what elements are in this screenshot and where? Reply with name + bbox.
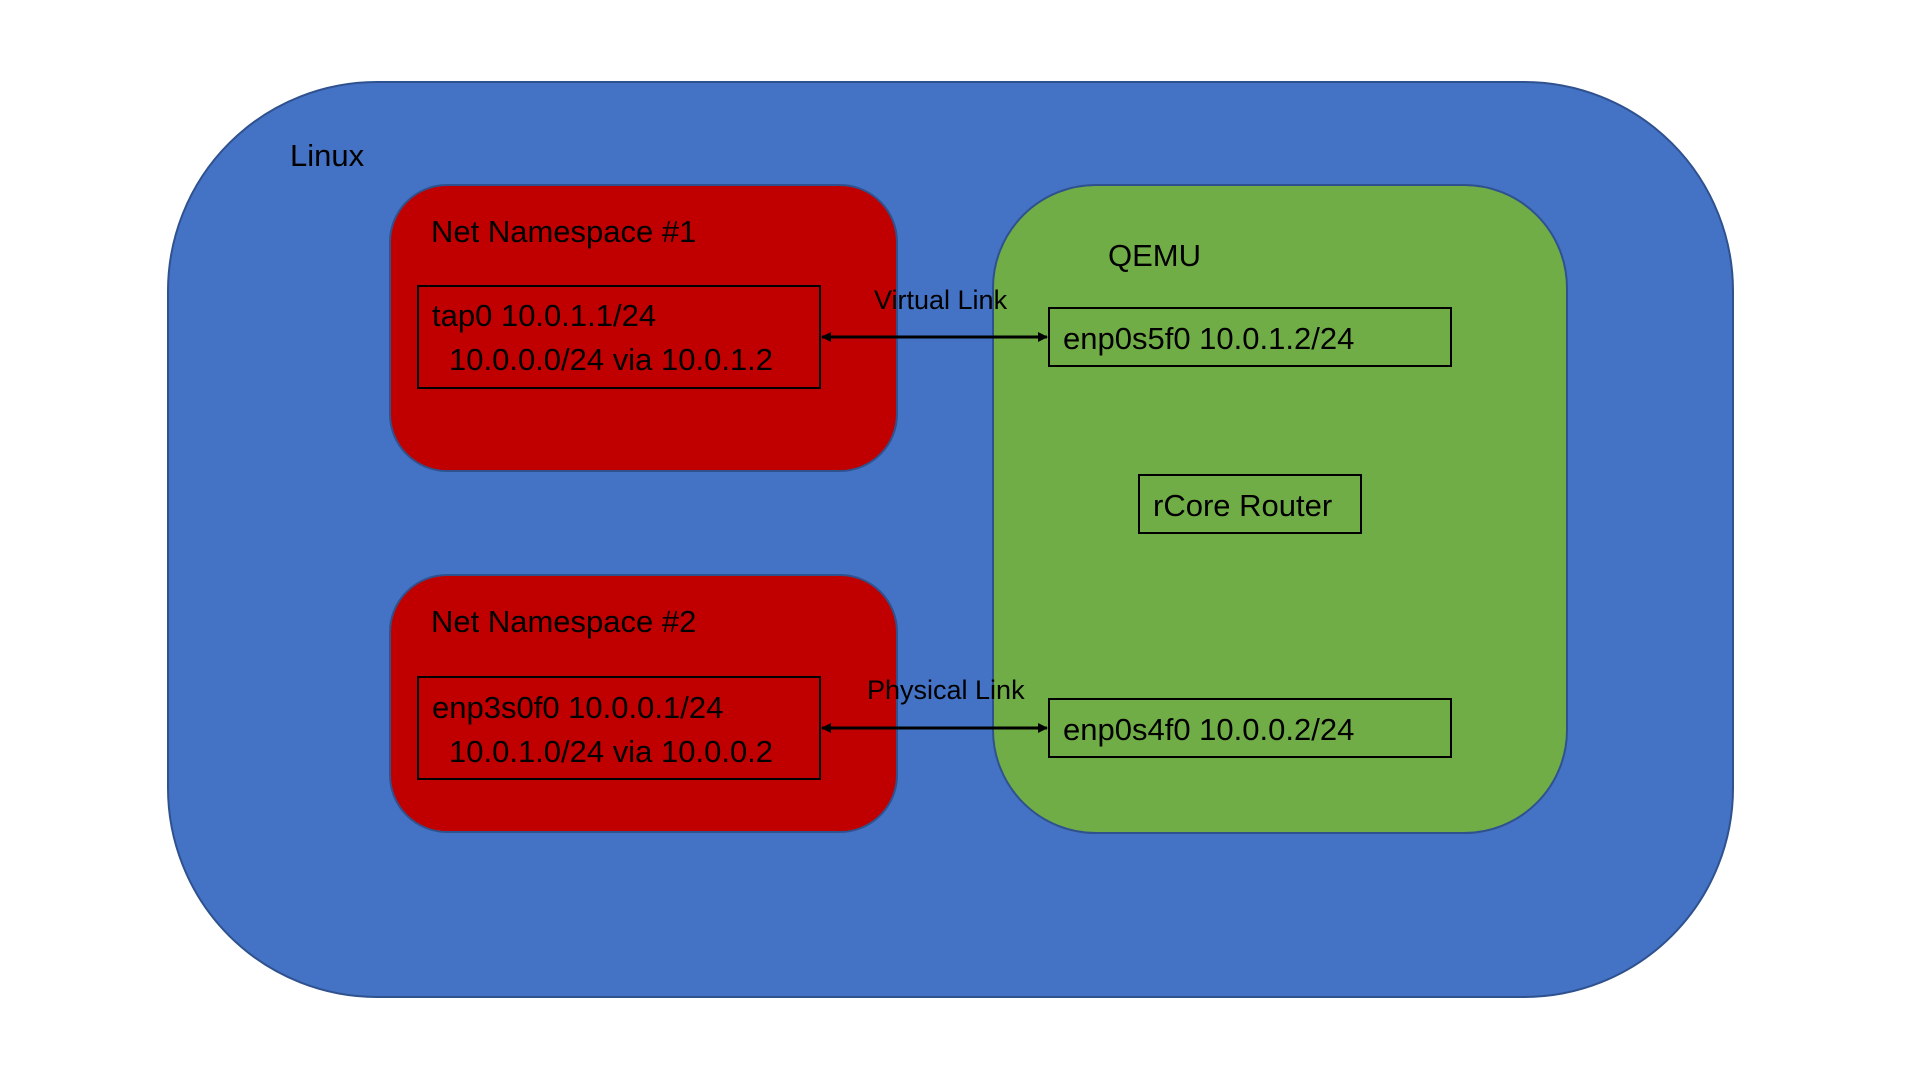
virtual-link-label: Virtual Link [874,285,1008,315]
net-namespace-2 [389,574,898,833]
rcore-router-box: rCore Router [1138,474,1362,534]
enp3s0f0-address: enp3s0f0 10.0.0.1/24 [432,690,724,725]
tap0-address: tap0 10.0.1.1/24 [432,298,657,333]
net-namespace-1-title: Net Namespace #1 [431,214,697,249]
linux-label: Linux [290,138,365,173]
rcore-router-label: rCore Router [1153,488,1333,523]
enp3s0f0-route: 10.0.1.0/24 via 10.0.0.2 [449,734,774,769]
tap0-route: 10.0.0.0/24 via 10.0.1.2 [449,342,774,377]
enp0s5f0-address: enp0s5f0 10.0.1.2/24 [1063,321,1355,356]
enp0s4f0-interface-box: enp0s4f0 10.0.0.2/24 [1048,698,1452,758]
net-namespace-1 [389,184,898,472]
qemu-container [992,184,1568,834]
enp0s5f0-interface-box: enp0s5f0 10.0.1.2/24 [1048,307,1452,367]
qemu-title: QEMU [1108,238,1201,273]
physical-link-label: Physical Link [867,675,1025,705]
tap0-interface-box: tap0 10.0.1.1/24 10.0.0.0/24 via 10.0.1.… [417,285,821,389]
enp0s4f0-address: enp0s4f0 10.0.0.2/24 [1063,712,1355,747]
net-namespace-2-title: Net Namespace #2 [431,604,697,639]
enp3s0f0-interface-box: enp3s0f0 10.0.0.1/24 10.0.1.0/24 via 10.… [417,676,821,780]
